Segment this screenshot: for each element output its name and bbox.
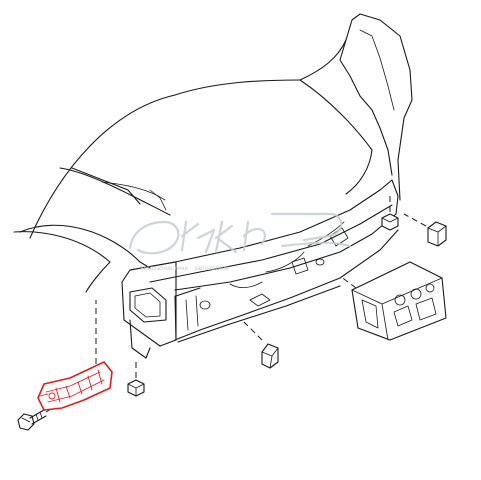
watermark-logo: автозапчастини · запчастини: [128, 212, 352, 272]
fender-panel: [13, 79, 301, 293]
rear-quarter-panel: [299, 13, 413, 201]
watermark-tagline: автозапчастини · запчастини: [140, 266, 229, 272]
rubber-mount-right: [403, 213, 447, 247]
rubber-mount-center: [243, 321, 279, 369]
clip-nut-right: [381, 194, 399, 231]
bumper-side-bracket-highlighted: [37, 300, 113, 411]
side-member-bracket: [121, 261, 177, 359]
clip-nut-left: [127, 358, 145, 397]
bumper-bracket-block: [339, 261, 447, 341]
